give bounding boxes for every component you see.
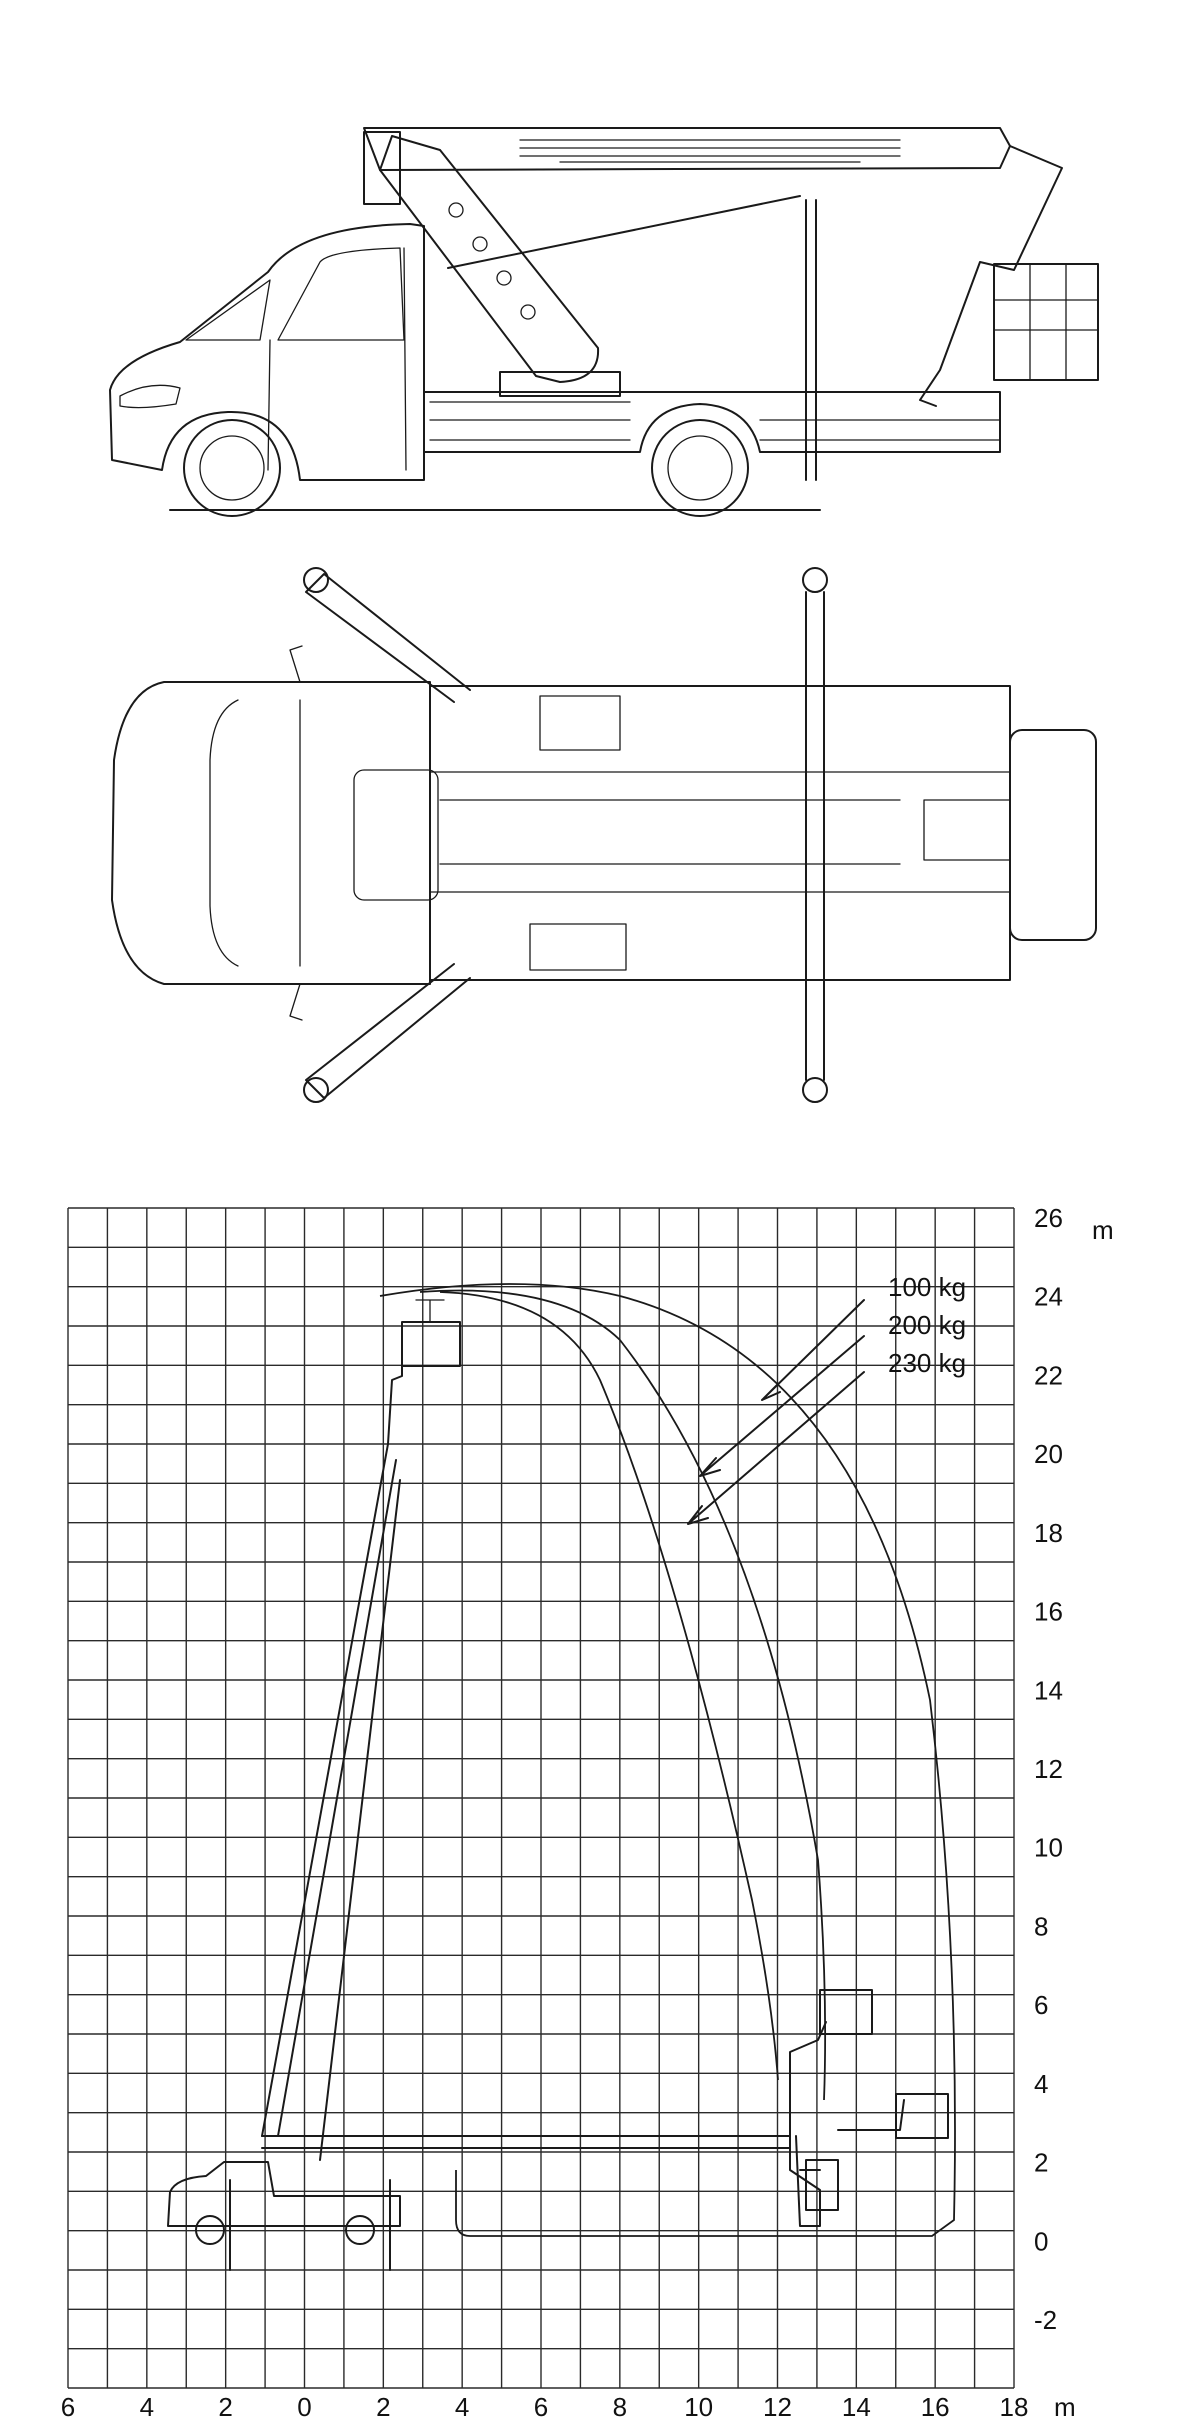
x-tick-label: 6 [61,2392,75,2422]
cab-top [111,681,431,985]
work-platform-basket [993,263,1099,381]
basket-details [993,263,1099,381]
platform-outreach-position [895,2093,949,2139]
rear-wheel [651,419,749,517]
turret-top [923,799,1011,861]
mini-truck [167,2161,401,2271]
truck-side-view [109,127,1099,517]
load-label-100kg: 100 kg [888,1272,966,1302]
envelope-230kg [439,1291,779,2081]
turret-base [499,371,621,397]
truck-top-view [111,567,1097,1103]
y-tick-label: 4 [1034,2069,1048,2099]
x-tick-label: 14 [842,2392,871,2422]
y-tick-label: 16 [1034,1597,1063,1627]
y-tick-label: 12 [1034,1754,1063,1784]
outrigger-rear [805,591,825,1081]
x-axis-labels: 6 4 2 0 2 4 6 8 10 12 14 16 18 [61,2392,1029,2422]
y-tick-label: 10 [1034,1833,1063,1863]
platform-low-position [805,2159,839,2211]
windshield [185,279,271,341]
roof-hatch [353,769,439,901]
x-tick-label: 2 [218,2392,232,2422]
mirrors [289,645,303,1021]
chassis-details [429,401,1001,441]
boom-hole [448,202,464,218]
y-tick-label: 8 [1034,1911,1048,1941]
leader-200kg [699,1335,865,1477]
leader-100kg [761,1299,865,1401]
x-tick-label: 16 [921,2392,950,2422]
door-outline [267,247,407,471]
jib-arm [919,145,1063,407]
chassis-frame [423,391,1001,453]
boom-hole [472,236,488,252]
upper-boom-details [519,139,901,163]
outrigger-foot [802,567,828,593]
x-tick-label: 2 [376,2392,390,2422]
tool-box [529,923,627,971]
platform-max-height [401,1321,461,1367]
y-tick-label: 26 [1034,1203,1063,1233]
cab-top-hood [209,699,301,967]
boom-hole [520,304,536,320]
outrigger-foot [802,1077,828,1103]
platform-max-height-detail [415,1299,445,1323]
y-tick-label: 22 [1034,1360,1063,1390]
envelope-200kg [419,1289,827,2101]
x-axis-unit: m [1054,2392,1076,2422]
chassis-top [429,685,1011,981]
x-tick-label: 12 [763,2392,792,2422]
load-label-200kg: 200 kg [888,1310,966,1340]
headlight [119,384,181,409]
platform-mid-position [819,1989,873,2035]
x-tick-label: 4 [140,2392,154,2422]
cab-window [277,247,405,341]
rear-wheel-hub [667,435,733,501]
x-tick-label: 18 [1000,2392,1029,2422]
lower-boom [379,135,600,383]
y-tick-label: -2 [1034,2305,1057,2335]
x-tick-label: 8 [613,2392,627,2422]
y-tick-label: 20 [1034,1439,1063,1469]
boom-cylinder [447,195,801,269]
front-wheel-hub [199,435,265,501]
x-tick-label: 6 [534,2392,548,2422]
tank [539,695,621,751]
y-tick-label: 14 [1034,1675,1063,1705]
x-tick-label: 10 [684,2392,713,2422]
y-tick-label: 24 [1034,1282,1063,1312]
load-label-230kg: 230 kg [888,1348,966,1378]
jib-outreach-position [837,2099,905,2131]
jib-upper-position [789,2021,827,2137]
x-tick-label: 0 [297,2392,311,2422]
y-tick-label: 18 [1034,1518,1063,1548]
jib-lower-position [789,2135,821,2227]
outrigger-foot [303,1077,329,1103]
envelope-100kg [379,1283,956,2237]
cab-body [109,223,425,481]
outrigger-foot [303,567,329,593]
y-tick-label: 2 [1034,2148,1048,2178]
upper-boom [363,127,1011,171]
leader-230kg [687,1371,865,1525]
x-tick-label: 4 [455,2392,469,2422]
y-tick-label: 0 [1034,2226,1048,2256]
y-axis-unit: m [1092,1215,1114,1245]
outrigger-front-right [305,963,471,1099]
boom-head [363,131,401,205]
chart-grid [67,1207,1015,2389]
boom-vertical-position [261,1339,403,2161]
front-wheel [183,419,281,517]
y-tick-label: 6 [1034,1990,1048,2020]
platform-top [1009,729,1097,941]
chassis-rails [429,771,1011,893]
boom-hole [496,270,512,286]
outrigger-front-left [305,573,471,703]
boom-horizontal-position [261,2135,791,2149]
